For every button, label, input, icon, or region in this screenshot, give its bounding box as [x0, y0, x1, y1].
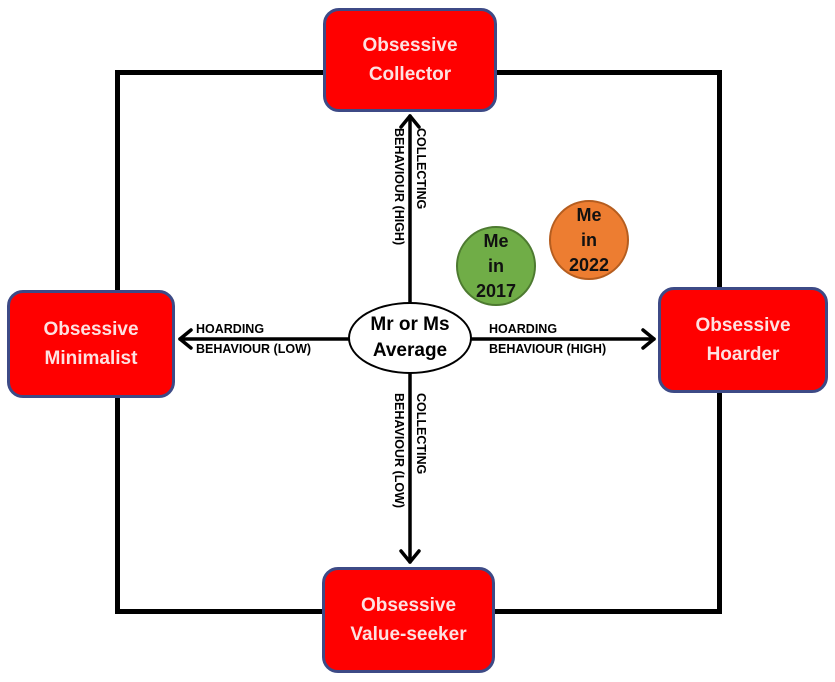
center-label: Average: [372, 340, 448, 361]
axis-label-collecting-high-line1: COLLECTING: [414, 128, 428, 210]
axis-label-hoarding-high-line2: BEHAVIOUR (HIGH): [489, 342, 607, 356]
marker-label: Me: [483, 230, 509, 251]
axis-label-hoarding-high-line1: HOARDING: [489, 322, 558, 336]
marker-label: in: [488, 255, 504, 276]
axis-label-collecting-low-line2: BEHAVIOUR (LOW): [392, 393, 406, 509]
marker-me-2017: Me in 2017: [456, 226, 536, 306]
axis-label-hoarding-low-line1: HOARDING: [196, 322, 265, 336]
marker-year: 2017: [475, 280, 517, 301]
axis-label-collecting-high-line2: BEHAVIOUR (HIGH): [392, 128, 406, 246]
marker-label: Me: [576, 204, 602, 225]
box-label: Obsessive: [362, 35, 458, 56]
arrow-up-head: [399, 114, 421, 129]
axis-label-hoarding-low-line2: BEHAVIOUR (LOW): [196, 342, 312, 356]
axis-label-collecting-low-line1: COLLECTING: [414, 393, 428, 475]
center-label: Mr or Ms: [370, 314, 450, 335]
marker-me-2022: Me in 2022: [549, 200, 629, 280]
marker-label: in: [581, 229, 597, 250]
arrow-left-head: [178, 328, 193, 350]
box-label: Minimalist: [44, 348, 138, 369]
marker-year: 2022: [568, 254, 610, 275]
box-label: Value-seeker: [350, 624, 467, 645]
box-label: Obsessive: [695, 315, 791, 336]
center-ellipse-average: Mr or Ms Average: [348, 302, 472, 374]
box-label: Obsessive: [360, 595, 457, 616]
box-label: Obsessive: [43, 319, 139, 340]
box-label: Collector: [368, 64, 452, 85]
box-label: Hoarder: [706, 344, 780, 365]
arrow-down-head: [399, 549, 421, 564]
arrow-right-head: [641, 328, 656, 350]
